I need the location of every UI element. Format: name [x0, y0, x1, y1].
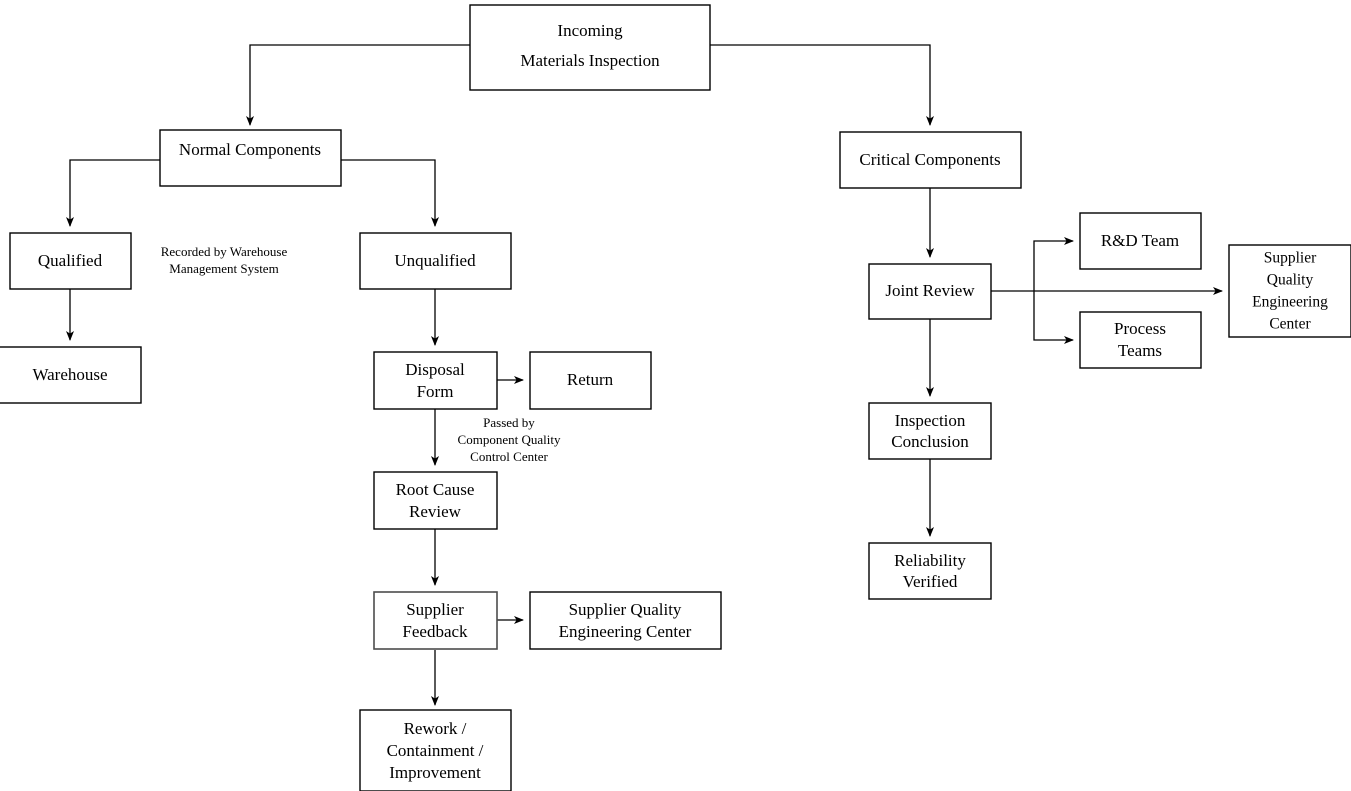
node-unqualified-line-1: Unqualified — [394, 251, 476, 270]
node-root-cause-review-rect[interactable] — [373, 471, 498, 530]
node-reliability-verified-line-2: Verified — [903, 572, 958, 591]
node-root-cause-review-line-1: Root Cause — [396, 480, 475, 499]
node-reliability-verified-line-1: Reliability — [894, 551, 966, 570]
node-sqec-right-rect[interactable] — [1228, 244, 1351, 338]
edge-label-disposal-note-line-2: Component Quality — [458, 432, 561, 447]
node-sqec-right-line-1: Supplier — [1264, 250, 1317, 267]
node-rework-containment-improvement[interactable]: Rework / Containment / Improvement — [359, 709, 512, 791]
node-warehouse-rect[interactable] — [0, 346, 142, 404]
node-process-teams-line-1: Process — [1114, 319, 1166, 338]
edge-normal-to-qualified — [66, 159, 160, 227]
edge-normal-to-unqualified — [341, 159, 439, 227]
edge-incoming-to-critical — [710, 44, 934, 126]
node-process-teams[interactable]: Process Teams — [1079, 311, 1202, 369]
node-qualified-rect[interactable] — [9, 232, 132, 290]
node-warehouse-line-1: Warehouse — [32, 365, 107, 384]
node-normal-components[interactable]: Normal Components — [159, 129, 342, 187]
node-disposal-form-rect[interactable] — [373, 351, 498, 410]
node-return-line-1: Return — [567, 370, 614, 389]
node-incoming-materials-inspection[interactable]: Incoming Materials Inspection — [469, 4, 711, 91]
node-rework-line-1: Rework / — [404, 719, 467, 738]
node-critical-components[interactable]: Critical Components — [839, 131, 1022, 189]
node-supplier-feedback[interactable]: Supplier Feedback — [373, 591, 498, 650]
node-supplier-quality-engineering-center-right[interactable]: Supplier Quality Engineering Center — [1228, 244, 1351, 338]
node-sqec-mid-rect[interactable] — [529, 591, 722, 650]
node-rd-team-line-1: R&D Team — [1101, 231, 1179, 250]
node-rework-rect[interactable] — [359, 709, 512, 791]
node-supplier-feedback-rect[interactable] — [373, 591, 498, 650]
node-inspection-conclusion-line-2: Conclusion — [891, 432, 969, 451]
node-inspection-conclusion-rect[interactable] — [868, 402, 992, 460]
node-qualified-line-1: Qualified — [38, 251, 103, 270]
edge-incoming-to-normal — [246, 44, 470, 126]
edge-label-disposal-note: Passed by Component Quality Control Cent… — [458, 415, 561, 464]
node-rework-line-3: Improvement — [389, 763, 481, 782]
node-qualified[interactable]: Qualified — [9, 232, 132, 290]
node-incoming-line-1: Incoming — [557, 21, 623, 40]
node-root-cause-review[interactable]: Root Cause Review — [373, 471, 498, 530]
edge-label-disposal-note-line-1: Passed by — [483, 415, 535, 430]
node-reliability-verified-rect[interactable] — [868, 542, 992, 600]
node-joint-review-rect[interactable] — [868, 263, 992, 320]
node-unqualified[interactable]: Unqualified — [359, 232, 512, 290]
edge-label-warehouse-note-line-2: Management System — [169, 261, 278, 276]
node-return-rect[interactable] — [529, 351, 652, 410]
node-critical-components-line-1: Critical Components — [859, 150, 1000, 169]
node-rd-team-rect[interactable] — [1079, 212, 1202, 270]
node-process-teams-line-2: Teams — [1118, 341, 1162, 360]
edge-label-layer: Recorded by Warehouse Management System … — [161, 244, 561, 464]
node-warehouse[interactable]: Warehouse — [0, 346, 142, 404]
node-process-teams-rect[interactable] — [1079, 311, 1202, 369]
node-supplier-quality-engineering-center-mid[interactable]: Supplier Quality Engineering Center — [529, 591, 722, 650]
node-normal-components-line-1: Normal Components — [179, 140, 321, 159]
node-joint-review[interactable]: Joint Review — [868, 263, 992, 320]
edge-jointreview-to-rdteam — [1033, 237, 1074, 291]
node-supplier-feedback-line-1: Supplier — [406, 600, 464, 619]
node-reliability-verified[interactable]: Reliability Verified — [868, 542, 992, 600]
node-critical-components-rect[interactable] — [839, 131, 1022, 189]
node-supplier-feedback-line-2: Feedback — [402, 622, 468, 641]
node-inspection-conclusion-line-1: Inspection — [895, 411, 966, 430]
node-sqec-right-line-4: Center — [1269, 316, 1311, 333]
node-incoming-line-2: Materials Inspection — [520, 51, 660, 70]
edge-label-warehouse-note: Recorded by Warehouse Management System — [161, 244, 288, 276]
node-incoming-rect[interactable] — [469, 4, 711, 91]
node-root-cause-review-line-2: Review — [409, 502, 462, 521]
node-rd-team[interactable]: R&D Team — [1079, 212, 1202, 270]
node-sqec-right-line-2: Quality — [1267, 272, 1314, 289]
node-unqualified-rect[interactable] — [359, 232, 512, 290]
node-normal-components-rect[interactable] — [159, 129, 342, 187]
node-sqec-mid-line-2: Engineering Center — [559, 622, 692, 641]
edge-label-warehouse-note-line-1: Recorded by Warehouse — [161, 244, 288, 259]
node-sqec-right-line-3: Engineering — [1252, 294, 1328, 311]
node-layer: Incoming Materials Inspection Normal Com… — [0, 4, 1351, 791]
node-disposal-form-line-1: Disposal — [405, 360, 465, 379]
node-inspection-conclusion[interactable]: Inspection Conclusion — [868, 402, 992, 460]
node-rework-line-2: Containment / — [387, 741, 484, 760]
node-joint-review-line-1: Joint Review — [885, 281, 975, 300]
node-disposal-form-line-2: Form — [417, 382, 454, 401]
edge-layer — [66, 44, 1223, 706]
edge-jointreview-to-processteams — [1033, 291, 1074, 344]
node-sqec-mid-line-1: Supplier Quality — [569, 600, 682, 619]
edge-label-disposal-note-line-3: Control Center — [470, 449, 548, 464]
node-disposal-form[interactable]: Disposal Form — [373, 351, 498, 410]
node-return[interactable]: Return — [529, 351, 652, 410]
